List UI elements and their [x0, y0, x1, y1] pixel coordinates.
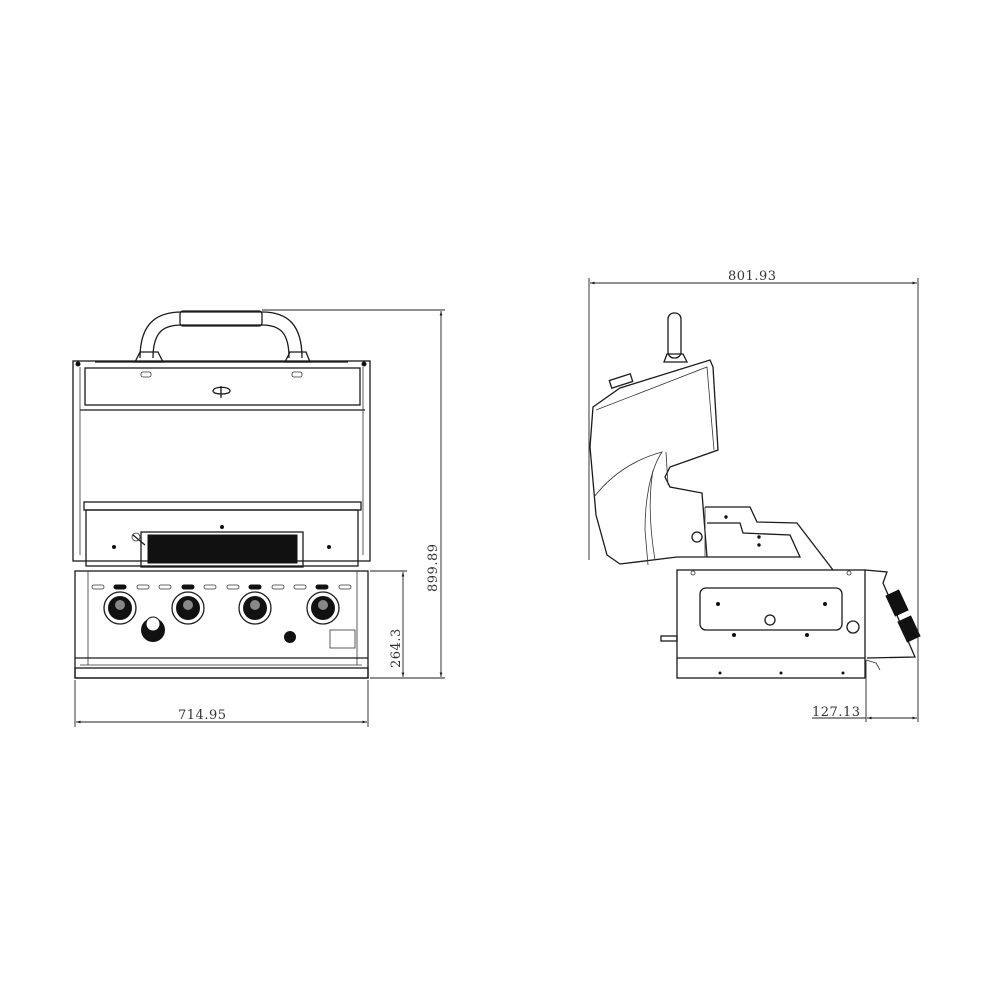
battery-box [329, 629, 356, 649]
control-panel [74, 570, 369, 679]
overhang-dimension-label: 127.13 [812, 705, 861, 720]
depth-dimension-label: 801.93 [728, 269, 777, 284]
side-lid-handle [663, 312, 689, 363]
burner-knob-4 [306, 591, 340, 625]
side-view [589, 312, 921, 679]
side-body [660, 569, 866, 679]
side-firebox [704, 506, 834, 571]
width-dimension-label: 714.95 [178, 708, 227, 723]
burner-knob-3 [238, 591, 272, 625]
firebox [83, 501, 362, 568]
front-dimensions: 714.95 264.3 899.89 [74, 309, 445, 727]
front-view [72, 310, 371, 679]
igniter-button [141, 616, 165, 642]
burner-knob-1 [103, 591, 137, 625]
side-dimensions: 801.93 127.13 [588, 269, 919, 722]
vent-slots [91, 584, 352, 590]
lid-handle [133, 310, 311, 363]
side-lid [589, 359, 719, 566]
total-height-label: 899.89 [426, 544, 441, 593]
lid [72, 360, 371, 562]
light-switch [284, 631, 296, 643]
burner-knob-2 [171, 591, 205, 625]
side-control-panel [864, 569, 921, 671]
control-panel-height-label: 264.3 [389, 628, 404, 668]
